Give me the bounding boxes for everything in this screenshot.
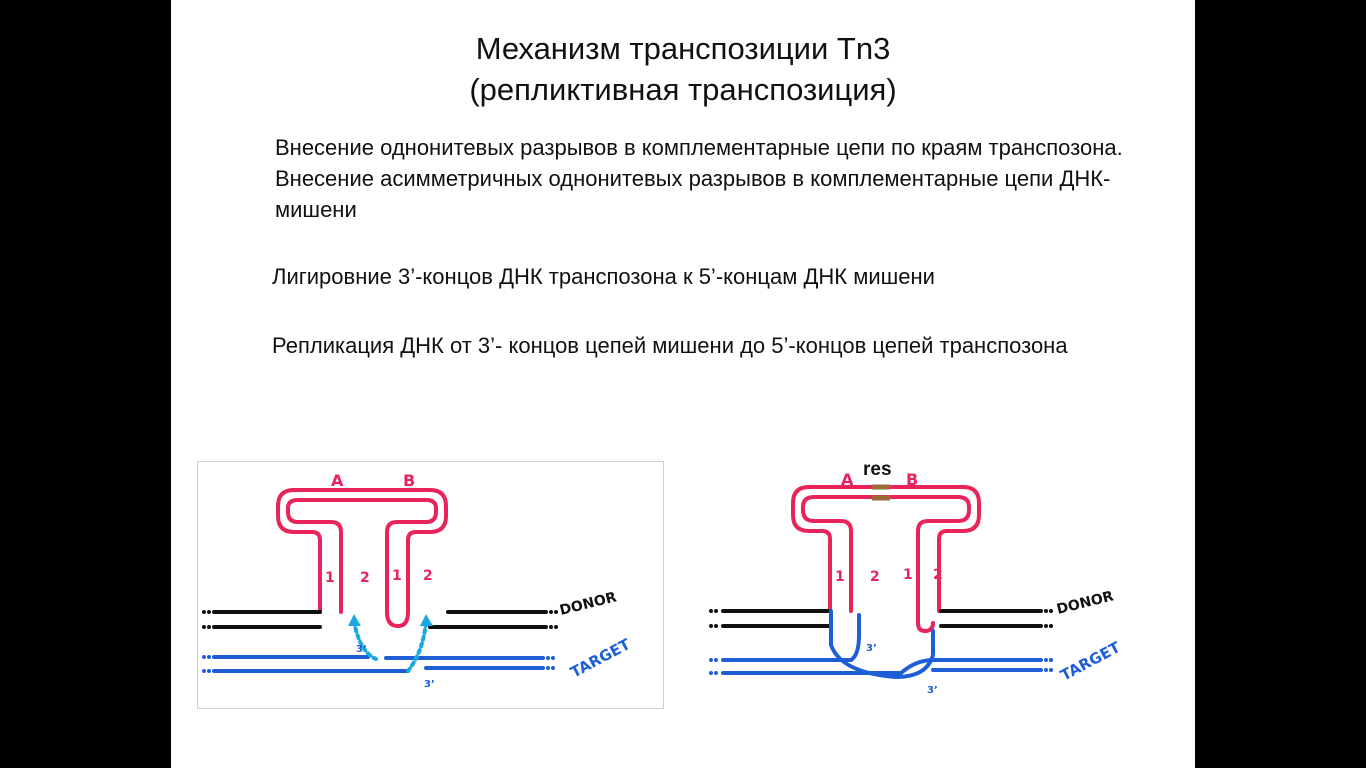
donor-label: DONOR [558,589,618,619]
step-replication-text: Репликация ДНК от 3’- концов цепей мишен… [272,333,1068,358]
diagram-replication: res A B 1 2 1 2 DONOR TARGET 3’ 3’ [701,455,1131,705]
target-label: TARGET [1057,638,1124,685]
strand-label-2-right: 2 [423,568,433,584]
slide-subtitle: (репликтивная транспозиция) [469,72,897,107]
three-prime-lower-label: 3’ [927,685,938,696]
target-dna [721,609,1043,679]
slide-title: Механизм транспозиции Tn3 [475,31,891,66]
transposon-outer-strand [276,488,448,614]
res-label: res [863,459,892,480]
diagram-right-svg: res A B 1 2 1 2 DONOR TARGET 3’ 3’ [709,459,1124,696]
donor-dots [709,609,1053,628]
target-label: TARGET [567,635,634,682]
domain-label-b: B [403,471,415,490]
new-synthesized-strand-left [849,613,861,662]
donor-dots [202,610,558,629]
three-prime-upper-label: 3’ [866,643,877,654]
strand-label-2-left: 2 [360,570,370,586]
three-prime-lower-label: 3’ [424,679,435,690]
step-nicking-text: Внесение однонитевых разрывов в комплеме… [275,135,1123,222]
donor-dna [212,610,548,629]
res-site [872,484,890,501]
replicated-loop [829,609,935,679]
donor-dna [721,609,1043,628]
domain-label-a: A [841,470,854,489]
diagram-nicking-ligation: A B 1 2 1 2 DONOR TARGET 3’ 3’ [197,461,664,709]
domain-label-a: A [331,471,344,490]
replication-arrowheads [348,614,433,626]
strand-label-1-right: 1 [392,568,402,584]
transposon-strands [276,488,448,628]
domain-label-b: B [906,470,918,489]
target-dots [202,655,555,673]
strand-label-1-left: 1 [325,570,335,586]
target-dots [709,658,1053,675]
strand-label-1-right: 1 [903,567,913,583]
strand-label-2-left: 2 [870,569,880,585]
diagram-left-svg: A B 1 2 1 2 DONOR TARGET 3’ 3’ [202,471,634,690]
step-ligation-text: Лигировние 3’-концов ДНК транспозона к 5… [272,264,935,289]
slide: Механизм транспозиции Tn3 (репликтивная … [171,0,1195,768]
replication-arrows [352,620,428,673]
transposon-outer-strand [791,485,981,613]
transposon-inner-strand [286,498,438,628]
transposon-inner-strand [801,495,971,633]
donor-label: DONOR [1055,588,1115,618]
strand-label-1-left: 1 [835,569,845,585]
three-prime-upper-label: 3’ [356,644,367,655]
target-dna [212,655,545,673]
strand-label-2-right: 2 [933,567,943,583]
